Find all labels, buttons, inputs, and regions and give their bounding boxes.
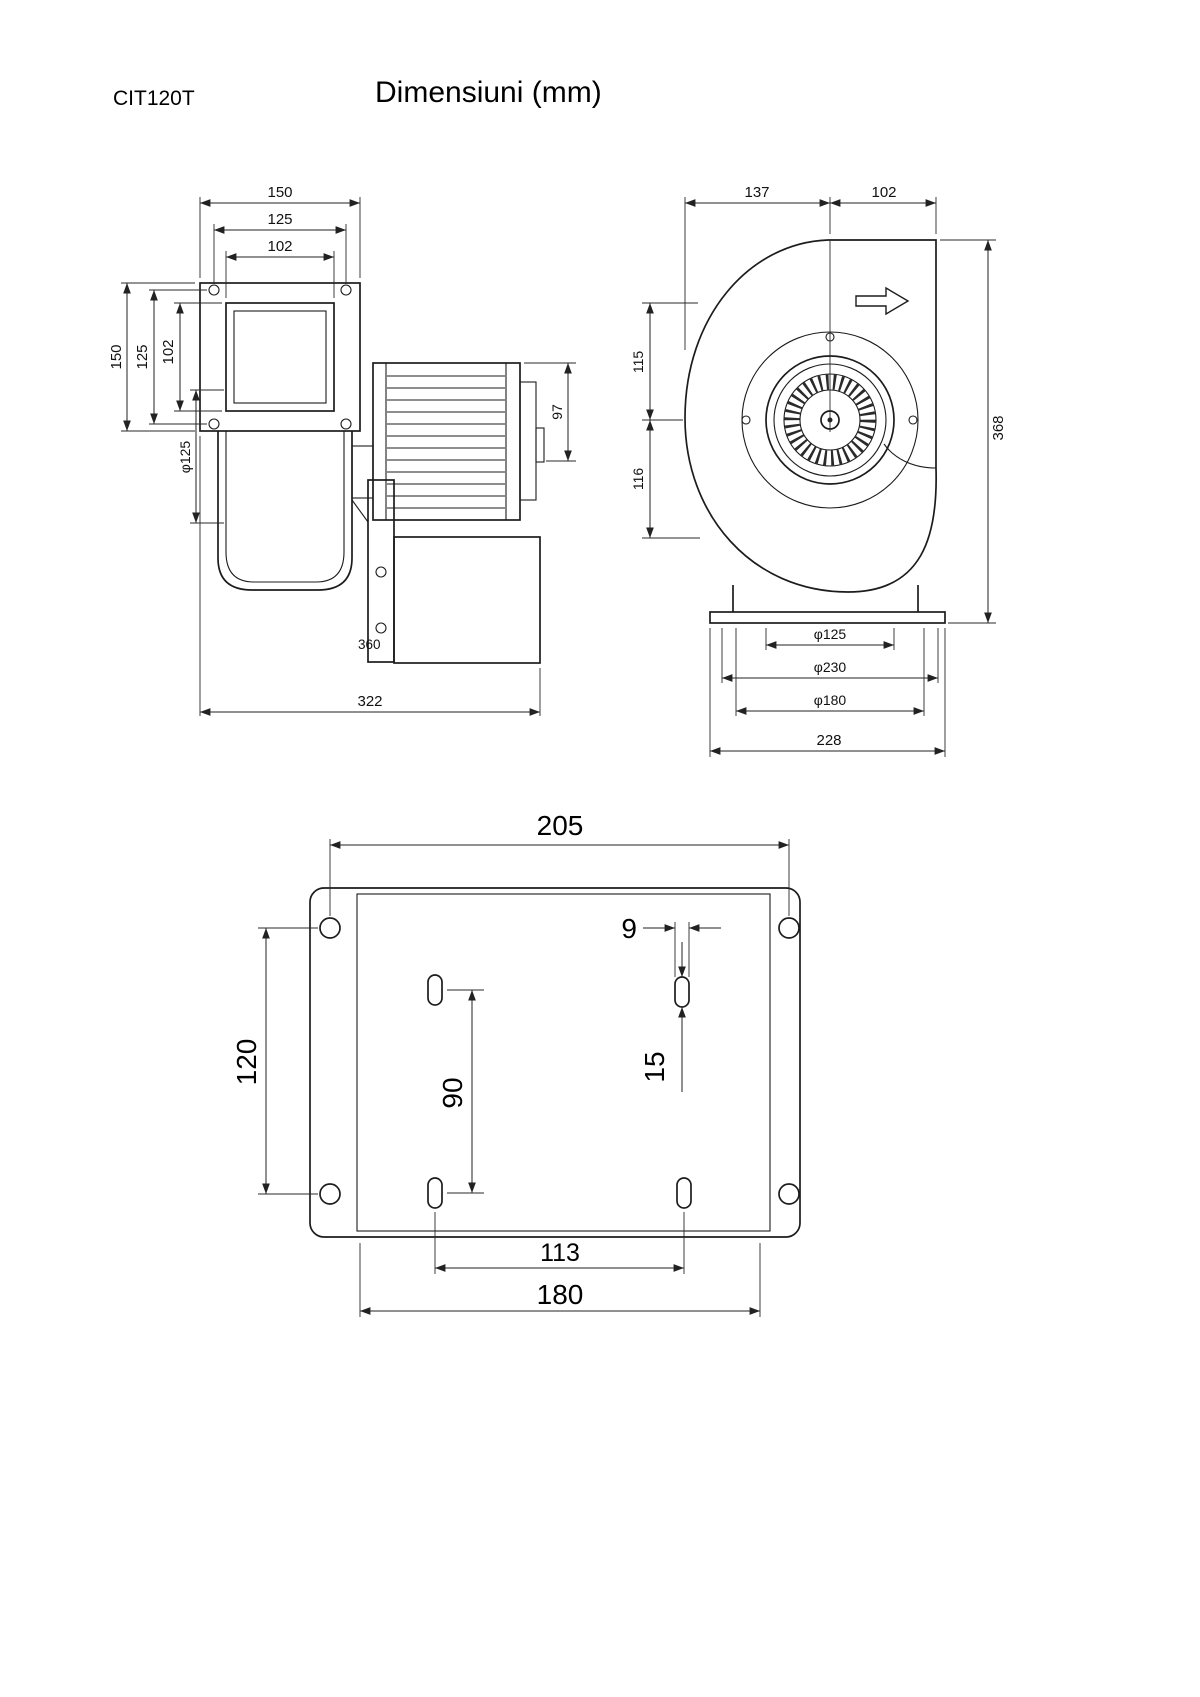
flange-plate: [199, 282, 361, 432]
dim-flange-height: 150: [108, 344, 125, 369]
bracket-hole: [375, 622, 387, 634]
scroll-housing-side: [217, 431, 353, 591]
dim-scroll-width: 137: [744, 184, 769, 201]
inlet-duct-inner: [233, 310, 327, 404]
dim-hole-spacing-h: 125: [267, 211, 292, 228]
slot-hole: [676, 1177, 692, 1209]
motor-connector: [351, 445, 374, 499]
model-code: CIT120T: [113, 87, 195, 110]
corner-hole: [778, 1183, 800, 1205]
motor-shaft-end: [535, 427, 545, 463]
dim-inlet-diameter-front: φ125: [814, 626, 847, 642]
dim-motor-height: 97: [549, 404, 565, 420]
flange-hole: [208, 418, 220, 430]
dim-slot-width: 9: [621, 913, 637, 944]
mounting-plate-view: 205 120 9 15 90 113 180: [231, 810, 801, 1317]
flange-hole: [208, 284, 220, 296]
corner-hole: [319, 1183, 341, 1205]
plate-inner: [356, 893, 771, 1232]
front-view: 137 102 115 116 368 φ125 φ230 φ180 228: [630, 184, 1007, 757]
dim-plate-width: 180: [537, 1279, 584, 1310]
dim-center-up: 115: [630, 351, 646, 374]
corner-hole: [319, 917, 341, 939]
rotation-direction-arrow-icon: [855, 286, 910, 316]
plate-outer: [309, 887, 801, 1238]
dim-inlet-height: 102: [160, 339, 177, 364]
dim-collar-circle: φ180: [814, 692, 847, 708]
dim-hole-span-width: 205: [537, 810, 584, 841]
slot-hole: [427, 974, 443, 1006]
bolt-hole: [741, 415, 751, 425]
dim-total-height: 368: [990, 415, 1007, 440]
dim-slot-length: 15: [639, 1051, 670, 1082]
drawing-title: Dimensiuni (mm): [375, 76, 602, 109]
flange-hole: [340, 284, 352, 296]
bracket-mark-label: 360: [358, 637, 381, 652]
dim-center-down: 116: [630, 468, 646, 491]
dim-slot-spacing-v: 90: [437, 1077, 468, 1108]
motor-end-cap: [519, 381, 537, 501]
dim-flange-width: 150: [267, 184, 292, 201]
bracket-arm: [367, 479, 395, 663]
base-foot: [709, 611, 946, 624]
bracket-hole: [375, 566, 387, 578]
impeller-blades: [784, 374, 876, 466]
corner-hole: [778, 917, 800, 939]
dim-base-width: 228: [816, 732, 841, 749]
scroll-housing-front: [684, 239, 937, 593]
bolt-hole: [908, 415, 918, 425]
slot-hole: [674, 976, 690, 1008]
dim-inlet-diameter-side: φ125: [177, 441, 193, 474]
motor-body: [372, 362, 521, 521]
dim-hole-spacing-v: 125: [134, 344, 151, 369]
bracket-plate: [393, 536, 541, 664]
dim-outlet-width: 102: [871, 184, 896, 201]
dim-total-length: 322: [357, 693, 382, 710]
dim-slot-spacing-h: 113: [540, 1239, 580, 1267]
dim-inlet-width: 102: [267, 238, 292, 255]
scroll-tongue: [883, 443, 937, 469]
dim-bolt-circle: φ230: [814, 659, 847, 675]
scroll-housing-inner: [225, 431, 345, 583]
flange-hole: [340, 418, 352, 430]
side-view: 150 125 102 150 125 102 φ125 97 360: [108, 184, 576, 716]
inlet-duct-outer: [225, 302, 335, 412]
dim-hole-span-height: 120: [231, 1039, 262, 1086]
slot-hole: [427, 1177, 443, 1209]
